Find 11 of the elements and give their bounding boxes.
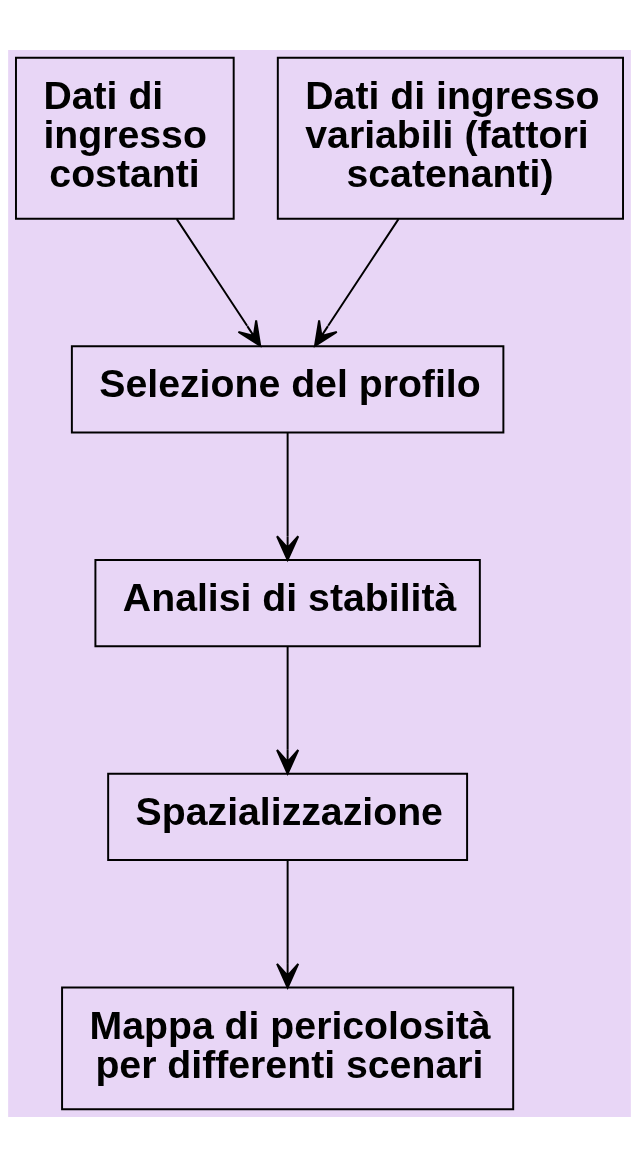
arrow [175, 218, 262, 347]
arrow [276, 645, 300, 775]
node-box: Analisi di stabilità [94, 559, 481, 648]
node-box: Mappa di pericolosità per differenti scenari [61, 986, 515, 1111]
node-box: Dati di ingresso costanti [15, 56, 235, 220]
node-box: Selezione del profilo [70, 345, 505, 434]
arrow [276, 859, 300, 989]
node-box: Dati di ingresso variabili (fattori scatenanti) [276, 56, 624, 220]
arrow [276, 431, 300, 561]
arrow [314, 218, 400, 347]
node-box: Spazializzazione [107, 772, 469, 862]
